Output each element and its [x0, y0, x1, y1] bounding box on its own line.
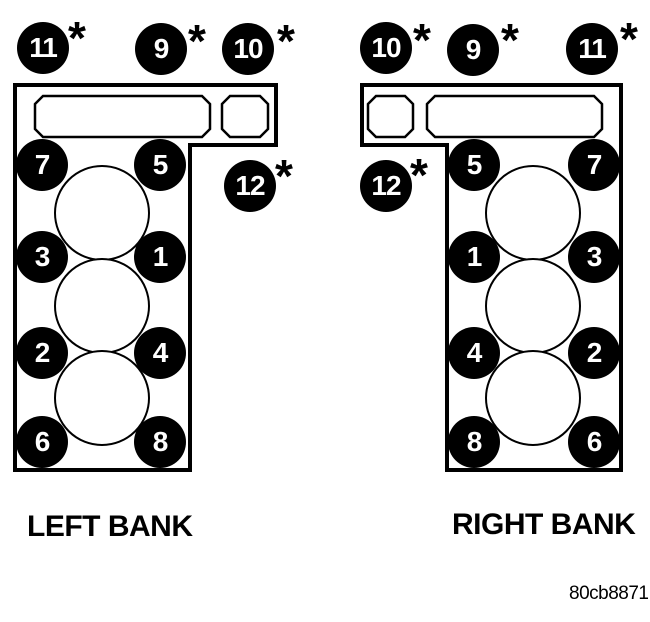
asterisk-icon: * — [501, 14, 519, 66]
right-bolt-7: 7 — [568, 139, 620, 191]
left-bolt-10: 10 — [222, 23, 274, 75]
right-bolt-12: 12 — [360, 160, 412, 212]
left-bolt-3: 3 — [16, 231, 68, 283]
right-bolt-6: 6 — [568, 416, 620, 468]
right-bank-long-slot — [425, 94, 604, 139]
cylinder-bore — [485, 165, 581, 261]
right-bolt-11: 11 — [566, 23, 618, 75]
right-bank-label: RIGHT BANK — [452, 508, 636, 541]
right-bolt-4: 4 — [448, 327, 500, 379]
right-bolt-2: 2 — [568, 327, 620, 379]
left-bolt-9: 9 — [135, 23, 187, 75]
asterisk-icon: * — [620, 13, 638, 65]
left-bolt-7: 7 — [16, 139, 68, 191]
cylinder-bore — [485, 258, 581, 354]
cylinder-bore — [485, 350, 581, 446]
cylinder-bore — [54, 350, 150, 446]
asterisk-icon: * — [68, 12, 86, 64]
left-bolt-8: 8 — [134, 416, 186, 468]
left-bank-small-slot — [220, 94, 270, 139]
left-bolt-12: 12 — [224, 160, 276, 212]
figure-code: 80cb8871 — [569, 583, 649, 604]
right-bank-small-slot — [366, 94, 415, 139]
right-bolt-10: 10 — [360, 22, 412, 74]
left-bolt-1: 1 — [134, 231, 186, 283]
left-bolt-11: 11 — [17, 22, 69, 74]
left-bank-long-slot — [33, 94, 212, 139]
right-bolt-5: 5 — [448, 139, 500, 191]
left-bolt-5: 5 — [134, 139, 186, 191]
right-bolt-3: 3 — [568, 231, 620, 283]
asterisk-icon: * — [188, 15, 206, 67]
right-bolt-8: 8 — [448, 416, 500, 468]
left-bolt-6: 6 — [16, 416, 68, 468]
left-bank-label: LEFT BANK — [27, 510, 193, 543]
left-bolt-4: 4 — [134, 327, 186, 379]
cylinder-bore — [54, 165, 150, 261]
left-bolt-2: 2 — [16, 327, 68, 379]
right-bolt-9: 9 — [447, 24, 499, 76]
asterisk-icon: * — [277, 15, 295, 67]
asterisk-icon: * — [410, 149, 428, 201]
cylinder-bore — [54, 258, 150, 354]
asterisk-icon: * — [275, 150, 293, 202]
asterisk-icon: * — [413, 14, 431, 66]
right-bolt-1: 1 — [448, 231, 500, 283]
